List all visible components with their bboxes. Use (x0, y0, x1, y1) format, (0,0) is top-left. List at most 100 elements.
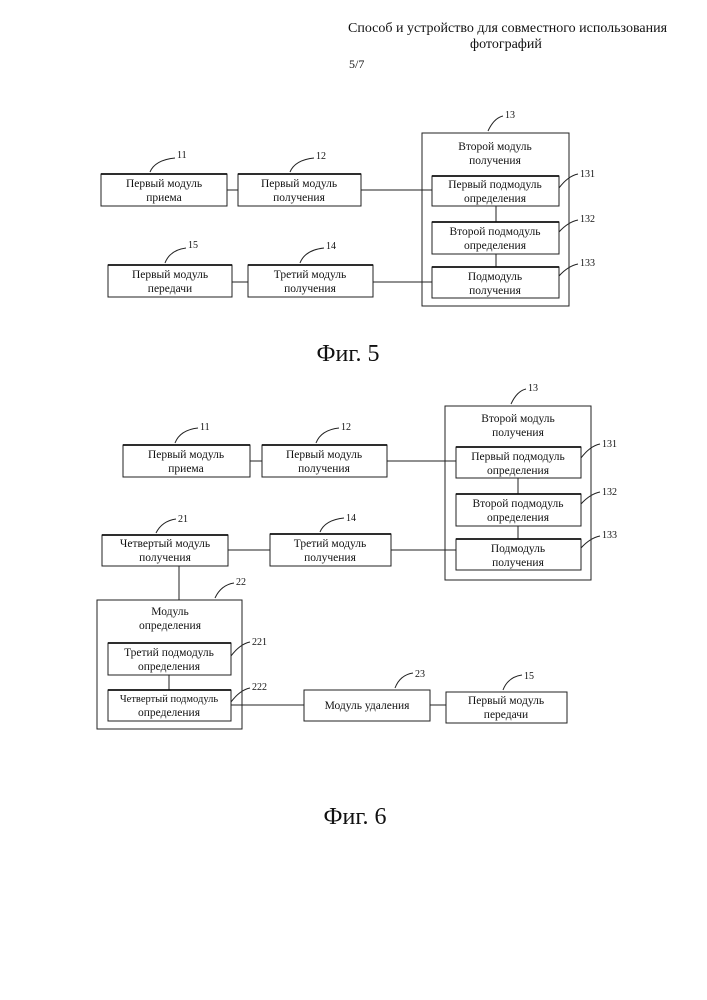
module-15-leader (503, 675, 522, 690)
module-13-label-line2: получения (492, 427, 544, 439)
figure-5: Первый модуль приема 11 Первый модуль по… (101, 110, 595, 367)
module-15-label-line2: передачи (148, 283, 192, 295)
module-132-label-line1: Второй подмодуль (449, 226, 540, 238)
module-23-deleting: Модуль удаления 23 (304, 669, 430, 721)
module-132-second-determining-submodule: Второй подмодуль определения 132 (456, 487, 617, 526)
module-133-label-line1: Подмодуль (468, 271, 522, 283)
module-132-ref: 132 (602, 487, 617, 498)
module-12-label-line1: Первый модуль (286, 449, 362, 461)
module-11-leader (150, 158, 175, 172)
module-131-label-line1: Первый подмодуль (448, 179, 542, 191)
module-21-leader (156, 519, 176, 533)
module-13-label-line1: Второй модуль (458, 141, 532, 153)
module-131-label-line2: определения (487, 465, 550, 477)
module-11-ref: 11 (200, 422, 210, 433)
module-221-leader (231, 642, 250, 656)
module-15-label-line1: Первый модуль (132, 269, 208, 281)
module-14-ref: 14 (326, 241, 336, 252)
module-11-label-line2: приема (146, 192, 181, 204)
module-14-leader (320, 518, 344, 532)
module-13-ref: 13 (505, 110, 515, 121)
module-222-leader (231, 688, 250, 702)
module-14-label-line2: получения (304, 552, 356, 564)
module-133-label-line2: получения (492, 557, 544, 569)
module-22-label-line1: Модуль (151, 606, 188, 618)
module-11-ref: 11 (177, 150, 187, 161)
module-15-ref: 15 (524, 671, 534, 682)
module-21-label-line2: получения (139, 552, 191, 564)
module-11-first-receiving: Первый модуль приема 11 (123, 422, 250, 477)
module-15-leader (165, 248, 186, 263)
module-14-third-acquiring: Третий модуль получения 14 (248, 241, 373, 297)
module-21-ref: 21 (178, 514, 188, 525)
module-12-label-line1: Первый модуль (261, 178, 337, 190)
module-222-fourth-determining-submodule: Четвертый подмодуль определения 222 (108, 682, 267, 721)
module-14-label-line1: Третий модуль (274, 269, 346, 281)
module-12-label-line2: получения (273, 192, 325, 204)
module-13-label-line1: Второй модуль (481, 413, 555, 425)
module-15-first-transmitting: Первый модуль передачи 15 (446, 671, 567, 723)
module-21-label-line1: Четвертый модуль (120, 538, 210, 550)
module-132-label-line1: Второй подмодуль (472, 498, 563, 510)
module-222-label-line2: определения (138, 707, 201, 719)
figure-6-caption: Фиг. 6 (324, 804, 387, 830)
module-15-label-line1: Первый модуль (468, 695, 544, 707)
module-13-leader (511, 389, 526, 404)
module-133-label-line1: Подмодуль (491, 543, 545, 555)
module-132-second-determining-submodule: Второй подмодуль определения 132 (432, 214, 595, 254)
module-222-ref: 222 (252, 682, 267, 693)
module-21-fourth-acquiring: Четвертый модуль получения 21 (102, 514, 228, 566)
module-14-third-acquiring: Третий модуль получения 14 (270, 513, 391, 566)
module-15-ref: 15 (188, 240, 198, 251)
module-131-first-determining-submodule: Первый подмодуль определения 131 (432, 169, 595, 206)
module-222-label-line1: Четвертый подмодуль (120, 694, 219, 705)
module-22-ref: 22 (236, 577, 246, 588)
module-12-label-line2: получения (298, 463, 350, 475)
module-132-ref: 132 (580, 214, 595, 225)
module-13-ref: 13 (528, 383, 538, 394)
module-133-acquiring-submodule: Подмодуль получения 133 (432, 258, 595, 298)
module-131-label-line2: определения (464, 193, 527, 205)
module-12-leader (316, 428, 339, 443)
module-131-ref: 131 (580, 169, 595, 180)
module-221-third-determining-submodule: Третий подмодуль определения 221 (108, 637, 267, 675)
module-132-label-line2: определения (487, 512, 550, 524)
figure-5-caption: Фиг. 5 (317, 341, 380, 367)
module-14-label-line2: получения (284, 283, 336, 295)
module-11-leader (175, 428, 198, 443)
module-11-label-line2: приема (168, 463, 203, 475)
module-12-first-acquiring: Первый модуль получения 12 (262, 422, 387, 477)
module-133-ref: 133 (580, 258, 595, 269)
module-12-ref: 12 (341, 422, 351, 433)
module-12-leader (290, 158, 314, 172)
module-132-label-line2: определения (464, 240, 527, 252)
module-14-ref: 14 (346, 513, 356, 524)
module-13-leader (488, 116, 503, 131)
module-131-first-determining-submodule: Первый подмодуль определения 131 (456, 439, 617, 478)
module-14-label-line1: Третий модуль (294, 538, 366, 550)
module-133-label-line2: получения (469, 285, 521, 297)
module-221-label-line2: определения (138, 661, 201, 673)
module-23-label: Модуль удаления (325, 700, 411, 712)
module-15-label-line2: передачи (484, 709, 528, 721)
module-23-ref: 23 (415, 669, 425, 680)
module-12-first-acquiring: Первый модуль получения 12 (238, 151, 361, 206)
module-11-label-line1: Первый модуль (126, 178, 202, 190)
module-22-leader (215, 583, 234, 598)
module-11-label-line1: Первый модуль (148, 449, 224, 461)
module-22-label-line2: определения (139, 620, 202, 632)
figure-6: Первый модуль приема 11 Первый модуль по… (97, 383, 617, 830)
module-221-ref: 221 (252, 637, 267, 648)
module-15-first-transmitting: Первый модуль передачи 15 (108, 240, 232, 297)
module-131-label-line1: Первый подмодуль (471, 451, 565, 463)
module-13-label-line2: получения (469, 155, 521, 167)
module-23-leader (395, 673, 413, 688)
module-11-first-receiving: Первый модуль приема 11 (101, 150, 227, 206)
module-221-label-line1: Третий подмодуль (124, 647, 214, 659)
module-133-acquiring-submodule: Подмодуль получения 133 (456, 530, 617, 570)
module-14-leader (300, 248, 324, 263)
module-133-ref: 133 (602, 530, 617, 541)
module-12-ref: 12 (316, 151, 326, 162)
module-131-ref: 131 (602, 439, 617, 450)
